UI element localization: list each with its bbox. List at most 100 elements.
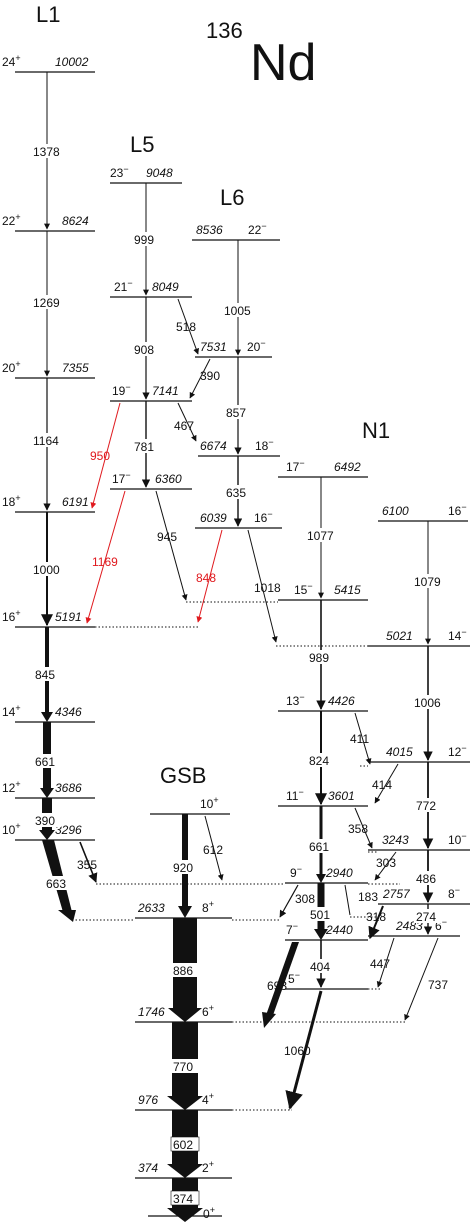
spin-label: 8+ — [202, 899, 214, 915]
spin-label: 22− — [248, 221, 267, 237]
gamma-label: 1060 — [284, 1044, 311, 1058]
spin-label: 10+ — [2, 821, 21, 837]
gamma-label: 661 — [35, 755, 55, 769]
spin-label: 10− — [448, 831, 467, 847]
gamma-label: 390 — [35, 814, 55, 828]
gamma-label: 303 — [376, 856, 396, 870]
spin-label: 23− — [110, 164, 129, 180]
gamma-label: 693 — [267, 979, 287, 993]
gamma-label: 374 — [173, 1192, 193, 1206]
level-energy: 2633 — [137, 901, 165, 915]
gamma-label: 857 — [226, 406, 246, 420]
transition-arrow — [189, 358, 211, 399]
level-energy: 976 — [138, 1093, 158, 1107]
transition-arrow — [279, 884, 299, 918]
spin-label: 22+ — [2, 212, 21, 228]
gamma-label: 411 — [350, 732, 369, 746]
spin-label: 15− — [294, 581, 313, 597]
gamma-label: 737 — [428, 978, 448, 992]
level-energy: 3601 — [328, 789, 355, 803]
transition-arrow — [354, 807, 373, 849]
transition-arrow — [90, 402, 121, 509]
level-energy: 9048 — [146, 166, 173, 180]
gamma-label: 1006 — [414, 696, 441, 710]
spin-label: 18− — [255, 437, 274, 453]
gamma-label: 772 — [416, 799, 436, 813]
level-energy: 4346 — [55, 705, 82, 719]
level-energy: 8049 — [152, 280, 179, 294]
spin-label: 20− — [247, 338, 266, 354]
level-energy: 3243 — [382, 833, 409, 847]
gamma-label: 355 — [77, 858, 97, 872]
level-energy: 6492 — [334, 460, 361, 474]
gamma-label: 183 — [358, 890, 378, 904]
transition-arrow — [344, 884, 351, 916]
spin-label: 0+ — [203, 1205, 215, 1221]
gamma-label: 1018 — [254, 581, 281, 595]
spin-label: 4+ — [202, 1091, 214, 1107]
dotted-connectors — [72, 601, 405, 1111]
spin-label: 9− — [290, 864, 302, 880]
spin-label: 20+ — [2, 359, 21, 375]
spin-label: 14+ — [2, 703, 21, 719]
band-label-n1: N1 — [362, 418, 390, 443]
spin-label: 14− — [448, 627, 467, 643]
element-symbol: Nd — [250, 34, 316, 92]
transition-arrow — [354, 712, 372, 765]
transition-arrow — [374, 851, 397, 881]
spin-label: 8− — [448, 885, 460, 901]
band-label-l5: L5 — [130, 132, 154, 157]
gamma-label: 501 — [310, 908, 330, 922]
gamma-label: 518 — [176, 320, 196, 334]
spin-label: 17− — [112, 470, 131, 486]
gamma-label: 390 — [200, 369, 220, 383]
gamma-label: 661 — [309, 840, 329, 854]
transition-arrow — [265, 942, 299, 1018]
gamma-label: 824 — [309, 754, 329, 768]
spin-label: 12+ — [2, 779, 21, 795]
gamma-label: 920 — [173, 861, 193, 875]
gamma-label: 989 — [309, 651, 329, 665]
nucleus-title: 136 Nd — [206, 18, 316, 92]
gamma-label: 663 — [46, 877, 66, 891]
level-energy: 1746 — [138, 1005, 165, 1019]
spin-label: 16− — [448, 502, 467, 518]
level-energy: 6674 — [200, 439, 227, 453]
band-l6: 8536 22− 7531 20− 6674 18− 6039 16− 1005… — [189, 221, 282, 643]
gamma-label: 404 — [310, 960, 330, 974]
level-energy: 6100 — [382, 504, 409, 518]
gamma-label: 886 — [173, 964, 193, 978]
level-energy: 7141 — [152, 384, 179, 398]
level-energy: 4426 — [328, 694, 355, 708]
transition-arrow — [404, 937, 439, 1021]
transition-arrow — [204, 815, 224, 881]
band-right: 6100 16− 5021 14− 4015 12− 3243 10− 2757… — [366, 502, 470, 1021]
spin-label: 21− — [114, 278, 133, 294]
gamma-label: 848 — [196, 571, 216, 585]
level-energy: 2440 — [325, 923, 353, 937]
gamma-label: 308 — [295, 892, 315, 906]
gamma-label: 945 — [157, 530, 177, 544]
transition-arrow — [285, 990, 323, 1110]
gamma-label: 1269 — [33, 296, 60, 310]
gamma-label: 447 — [370, 957, 390, 971]
transition-arrow — [177, 298, 199, 355]
spin-label: 17− — [286, 458, 305, 474]
gamma-label: 1169 — [92, 555, 118, 569]
spin-label: 2+ — [202, 1159, 214, 1175]
gamma-label: 999 — [134, 233, 154, 247]
band-label-l1: L1 — [36, 2, 60, 27]
spin-label: 11− — [286, 787, 304, 803]
level-energy: 2757 — [382, 887, 411, 901]
level-energy: 6360 — [155, 472, 182, 486]
transition-arrow — [376, 937, 395, 988]
gamma-label: 414 — [372, 778, 392, 792]
gamma-label: 1164 — [33, 434, 59, 448]
level-energy: 5415 — [334, 583, 361, 597]
gamma-label: 1378 — [33, 145, 60, 159]
level-energy: 3686 — [55, 781, 82, 795]
band-l5: 23− 9048 21− 8049 19− 7141 17− 6360 999 … — [85, 164, 199, 624]
gamma-label: 908 — [134, 343, 154, 357]
level-energy: 374 — [138, 1161, 158, 1175]
